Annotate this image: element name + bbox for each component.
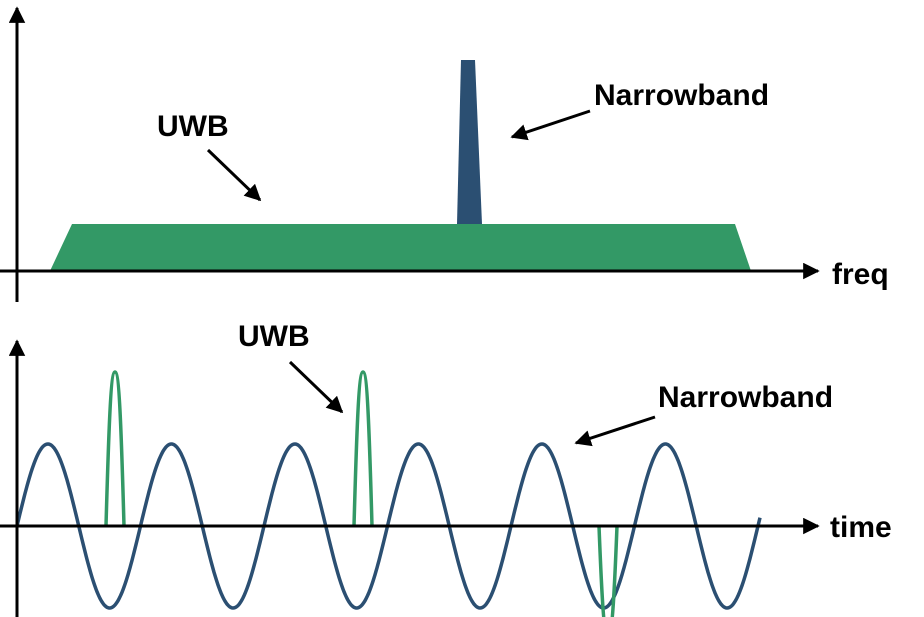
narrowband-spectrum-spike xyxy=(457,60,482,224)
uwb-spectrum-band xyxy=(50,224,751,271)
narrowband-wave-arrow xyxy=(574,415,656,447)
narrowband-spectrum-arrow xyxy=(510,109,591,141)
uwb-pulse xyxy=(352,370,374,527)
spectrum-panel: freq UWB Narrowband xyxy=(0,6,889,302)
uwb-spectrum-arrow xyxy=(206,148,262,202)
narrowband-spectrum-label: Narrowband xyxy=(594,79,769,112)
uwb-pulse xyxy=(597,525,619,617)
time-domain-panel: time UWB Narrowband xyxy=(0,320,892,617)
narrowband-wave-label: Narrowband xyxy=(658,381,833,414)
freq-axis-label: freq xyxy=(832,258,889,291)
uwb-spectrum-label: UWB xyxy=(157,110,229,143)
uwb-pulse-arrow xyxy=(288,360,344,414)
uwb-pulse-label: UWB xyxy=(238,320,310,353)
uwb-pulse xyxy=(104,370,126,527)
uwb-pulses xyxy=(104,370,619,617)
time-axis-label: time xyxy=(830,511,892,544)
